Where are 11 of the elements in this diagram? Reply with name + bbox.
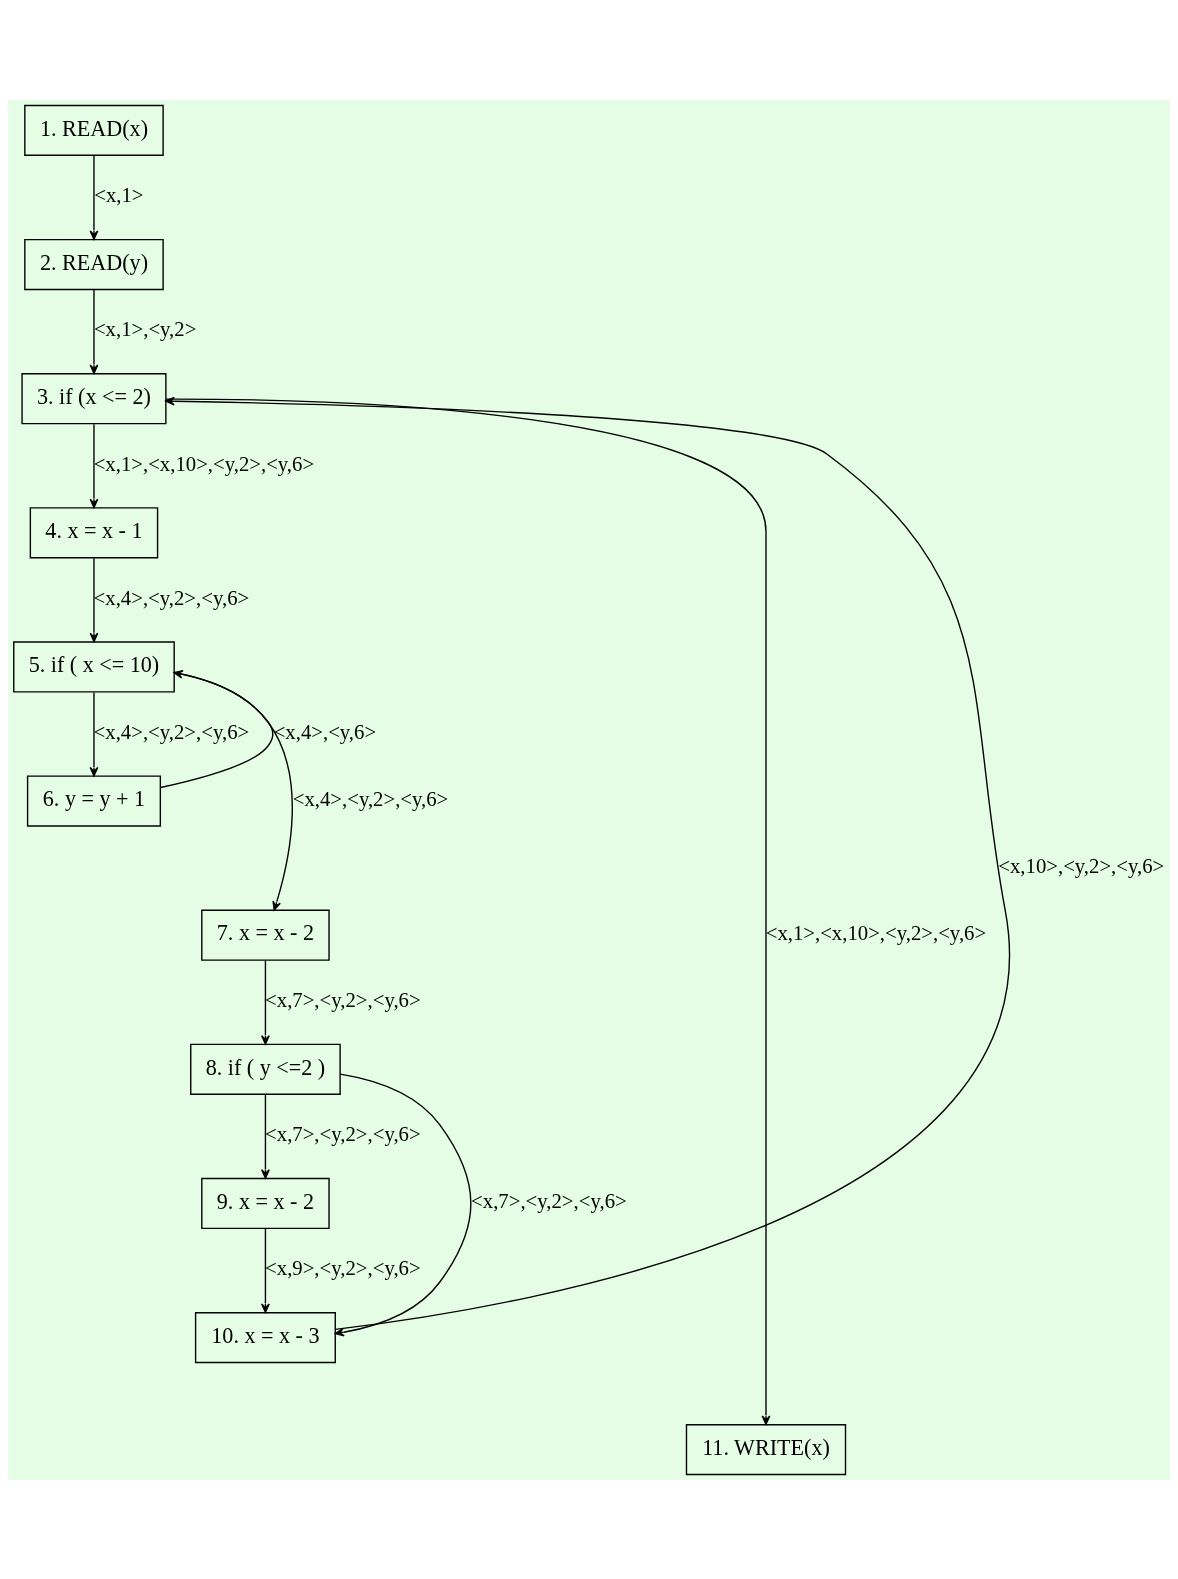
- edge-label: <x,1>,<y,2>: [93, 317, 197, 340]
- edge-label: <x,4>,<y,2>,<y,6>: [292, 787, 449, 810]
- edge-label: <x,1>,<x,10>,<y,2>,<y,6>: [93, 452, 315, 475]
- edge-label: <x,4>,<y,6>: [273, 720, 377, 743]
- edge-label: <x,7>,<y,2>,<y,6>: [265, 988, 421, 1011]
- edge-label: <x,10>,<y,2>,<y,6>: [998, 854, 1165, 877]
- edge-label: <x,1>: [94, 183, 144, 206]
- edge-label: <x,1>,<x,10>,<y,2>,<y,6>: [765, 921, 987, 944]
- edge-label: <x,7>,<y,2>,<y,6>: [471, 1189, 627, 1212]
- edge-label: <x,7>,<y,2>,<y,6>: [265, 1122, 421, 1145]
- edge-label: <x,9>,<y,2>,<y,6>: [265, 1256, 421, 1279]
